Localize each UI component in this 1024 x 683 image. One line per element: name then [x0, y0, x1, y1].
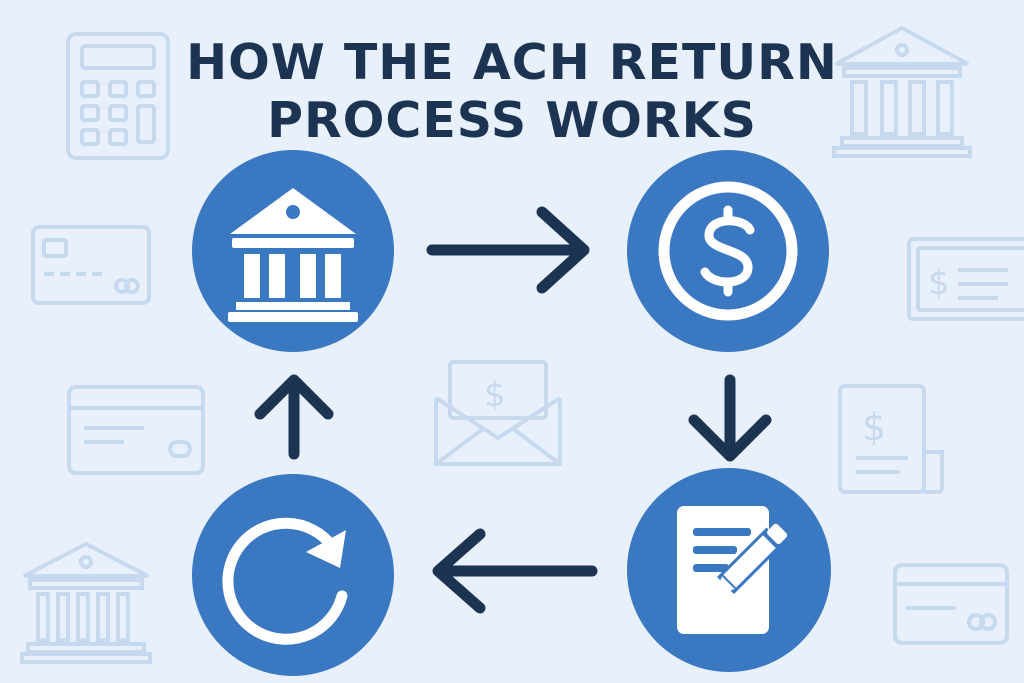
document-edit-icon	[677, 506, 788, 634]
svg-text:$: $	[484, 375, 506, 415]
payment-node	[627, 150, 829, 352]
dollar-coin-icon	[658, 181, 798, 321]
document-node	[627, 468, 831, 672]
title-line-1: HOW THE ACH RETURN	[186, 34, 838, 91]
bank-icon	[228, 188, 358, 322]
credit-card-icon	[893, 563, 1009, 645]
credit-card-icon	[31, 225, 151, 305]
credit-card-icon	[67, 385, 205, 475]
bank-icon	[20, 541, 152, 664]
bank-node	[192, 150, 394, 352]
cycle-node	[192, 474, 394, 676]
arrow-up	[254, 374, 334, 460]
refresh-icon	[222, 517, 348, 645]
diagram-title: HOW THE ACH RETURN PROCESS WORKS	[0, 34, 1024, 150]
arrow-left	[432, 528, 598, 614]
svg-text:$: $	[862, 405, 886, 449]
svg-text:$: $	[928, 263, 950, 303]
title-line-2: PROCESS WORKS	[267, 92, 757, 149]
calculator-icon	[66, 32, 170, 160]
arrow-down	[688, 374, 772, 462]
check-icon: $	[907, 237, 1024, 321]
receipt-dollar-icon: $	[838, 384, 944, 494]
envelope-dollar-icon: $	[434, 360, 562, 466]
arrow-right	[426, 206, 590, 294]
bank-icon	[832, 25, 972, 158]
